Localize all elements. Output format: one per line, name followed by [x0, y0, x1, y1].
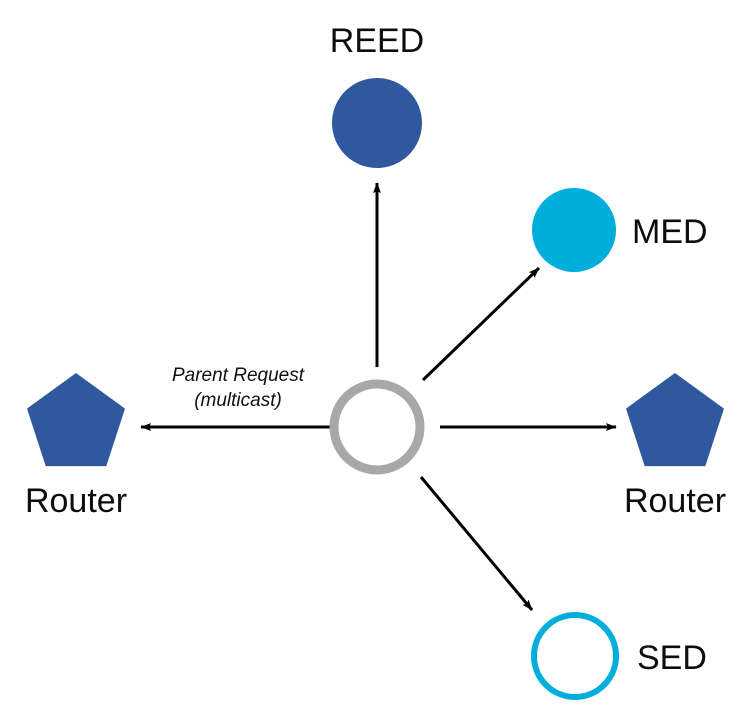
- router-left-pentagon-icon[interactable]: [27, 373, 125, 467]
- node-router-right[interactable]: Router: [624, 373, 726, 520]
- arrow-group: [140, 182, 617, 611]
- edge-label-line-2: (multicast): [194, 390, 282, 411]
- node-label-reed: REED: [330, 22, 424, 60]
- reed-circle-icon[interactable]: [332, 78, 422, 168]
- router-right-pentagon-icon[interactable]: [626, 373, 724, 467]
- med-circle-icon[interactable]: [532, 188, 616, 272]
- node-med[interactable]: MED: [532, 188, 708, 272]
- edge-label-line-1: Parent Request: [172, 365, 305, 386]
- node-router-left[interactable]: Router: [25, 373, 127, 520]
- center-device-circle-icon[interactable]: [329, 379, 425, 475]
- arrow-to-med: [421, 266, 541, 382]
- node-label-router-right: Router: [624, 482, 726, 520]
- center-device-node[interactable]: [329, 379, 425, 475]
- node-label-med: MED: [632, 213, 708, 251]
- node-sed[interactable]: SED: [531, 612, 707, 700]
- sed-circle-icon[interactable]: [531, 612, 619, 700]
- edge-label-parent-request: Parent Request (multicast): [172, 365, 305, 411]
- node-label-router-left: Router: [25, 482, 127, 520]
- arrow-to-sed: [419, 476, 534, 611]
- node-reed[interactable]: REED: [330, 22, 424, 168]
- node-label-sed: SED: [637, 639, 707, 677]
